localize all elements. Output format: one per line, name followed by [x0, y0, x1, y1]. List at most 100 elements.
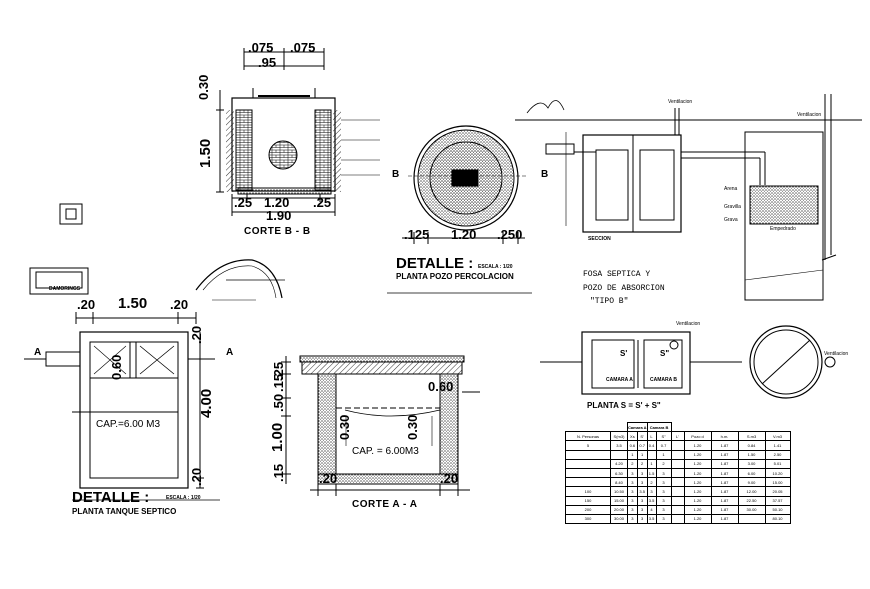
table-cell: 4.20 [610, 458, 628, 469]
table-cell [670, 440, 685, 451]
tanque-dim-top-1: .20 [77, 297, 96, 312]
tanque-detail-title: DETALLE : [72, 489, 150, 506]
table-cell: 5.01 [764, 458, 791, 469]
plan-camara-a: CAMARA A [606, 377, 633, 383]
fosa-title-2: POZO DE ABSORCION [583, 284, 665, 293]
dim-bottom-2: 1.20 [264, 195, 290, 210]
table-cell: 22.50 [737, 495, 766, 506]
table-cell [610, 449, 628, 460]
table-cell: 3 [627, 467, 638, 479]
dim-top-1: .075 [248, 40, 274, 55]
pozo-percolacion-plan [387, 125, 532, 294]
corte-aa-title: CORTE A - A [352, 499, 418, 510]
table-cell: 3.5 [636, 486, 648, 497]
table-cell [670, 486, 685, 497]
table-cell: 2 [655, 458, 672, 469]
table-cell: 3 [627, 513, 638, 525]
table-cell: 1.20 [683, 458, 712, 469]
capacity-table: Camara A Camara B N. Personas S(m3) Xs S… [565, 421, 791, 525]
aa-dim-left-3: .50 [271, 393, 286, 412]
detalle-top-title: DETALLE : [396, 255, 474, 272]
table-cell: 1.20 [683, 440, 712, 451]
table-cell: 2 [627, 458, 638, 469]
fosa-grava: Grava [724, 217, 738, 223]
tanque-dim-right: 4.00 [198, 388, 215, 418]
table-cell: 10.50 [610, 486, 628, 497]
tanque-dim-left: 0.60 [109, 354, 124, 380]
corte-bb-section [216, 48, 380, 216]
section-mark-b-right: B [541, 169, 549, 180]
plan-planta-eq: PLANTA S = S' + S" [587, 401, 661, 410]
table-cell: 3 [655, 495, 672, 506]
detalle-top [29, 203, 285, 301]
table-cell: 3.5 [610, 440, 628, 451]
table-cell: 10.20 [764, 467, 791, 479]
table-cell [670, 495, 685, 506]
table-header: N. Personas S(m3) Xs S' L S" L' Pozo d h… [565, 431, 791, 442]
dim-top-2: .075 [290, 40, 316, 55]
table-cell: 9.00 [737, 477, 766, 488]
table-cell: 6.30 [610, 467, 628, 479]
table-cell: 1.20 [683, 504, 712, 515]
table-cell: 3 [636, 513, 648, 525]
table-cell: 3 [627, 495, 638, 506]
table-cell: 3 [646, 486, 657, 497]
plan-camara-b: CAMARA B [650, 377, 678, 383]
table-cell: 0.4 [646, 440, 657, 451]
table-cell: 80.10 [764, 513, 791, 525]
table-cell: 1.87 [710, 486, 739, 497]
header-cell: Xs [627, 431, 638, 442]
domingos-label: DAMORINGS [49, 286, 81, 292]
table-cell: 20.05 [764, 486, 791, 497]
table-group-header: Camara A Camara B [566, 421, 791, 433]
table-cell [565, 467, 611, 479]
section-mark-a-right: A [226, 347, 234, 358]
fosa-title-3: "TIPO B" [590, 297, 629, 306]
table-cell: 1.87 [710, 504, 739, 515]
header-cell: S.m3 [737, 431, 766, 442]
table-cell [670, 513, 685, 525]
table-cell: 1.20 [683, 449, 712, 460]
header-cell: L [646, 431, 657, 442]
aa-dim-060: 0.60 [428, 379, 454, 394]
table-cell: 1.20 [683, 486, 712, 497]
plan-s-double: S" [660, 349, 670, 358]
table-cell: 4 [646, 504, 657, 515]
dim-left-height: 1.50 [197, 138, 214, 168]
table-cell [670, 449, 685, 460]
aa-cap: CAP. = 6.00M3 [352, 446, 419, 457]
table-cell: 15.00 [764, 477, 791, 488]
aa-dim-030-right: 0.30 [405, 414, 420, 440]
table-cell: 1.20 [683, 467, 712, 479]
table-cell: 1.87 [710, 458, 739, 469]
table-cell: 1.41 [764, 440, 791, 451]
header-cell: S" [655, 431, 672, 442]
dim-bottom-total: 1.90 [266, 208, 292, 223]
table-cell: 5 [565, 440, 611, 451]
table-cell: 1 [627, 449, 638, 460]
table-cell: 1.50 [737, 449, 766, 460]
table-cell: 3 [655, 513, 672, 525]
table-cell: 1 [655, 449, 672, 460]
pozo-dim-3: .250 [497, 227, 523, 242]
fosa-title-1: FOSA SEPTICA Y [583, 270, 651, 279]
table-cell: 3.5 [646, 495, 657, 506]
fosa-arena: Arena [724, 186, 738, 192]
dim-left-top: 0.30 [196, 74, 211, 100]
table-cell: 1.87 [710, 495, 739, 506]
table-cell: 12.00 [737, 486, 766, 497]
table-cell: 150 [565, 495, 611, 506]
table-cell: 1.87 [710, 513, 739, 525]
table-cell: 3 [636, 495, 648, 506]
tanque-dim-top-3: .20 [170, 297, 189, 312]
table-cell: 20.00 [610, 504, 628, 515]
table-cell: 0.84 [737, 440, 766, 451]
tanque-scale: ESCALA : 1/20 [166, 495, 201, 501]
table-cell: 1.87 [710, 477, 739, 488]
